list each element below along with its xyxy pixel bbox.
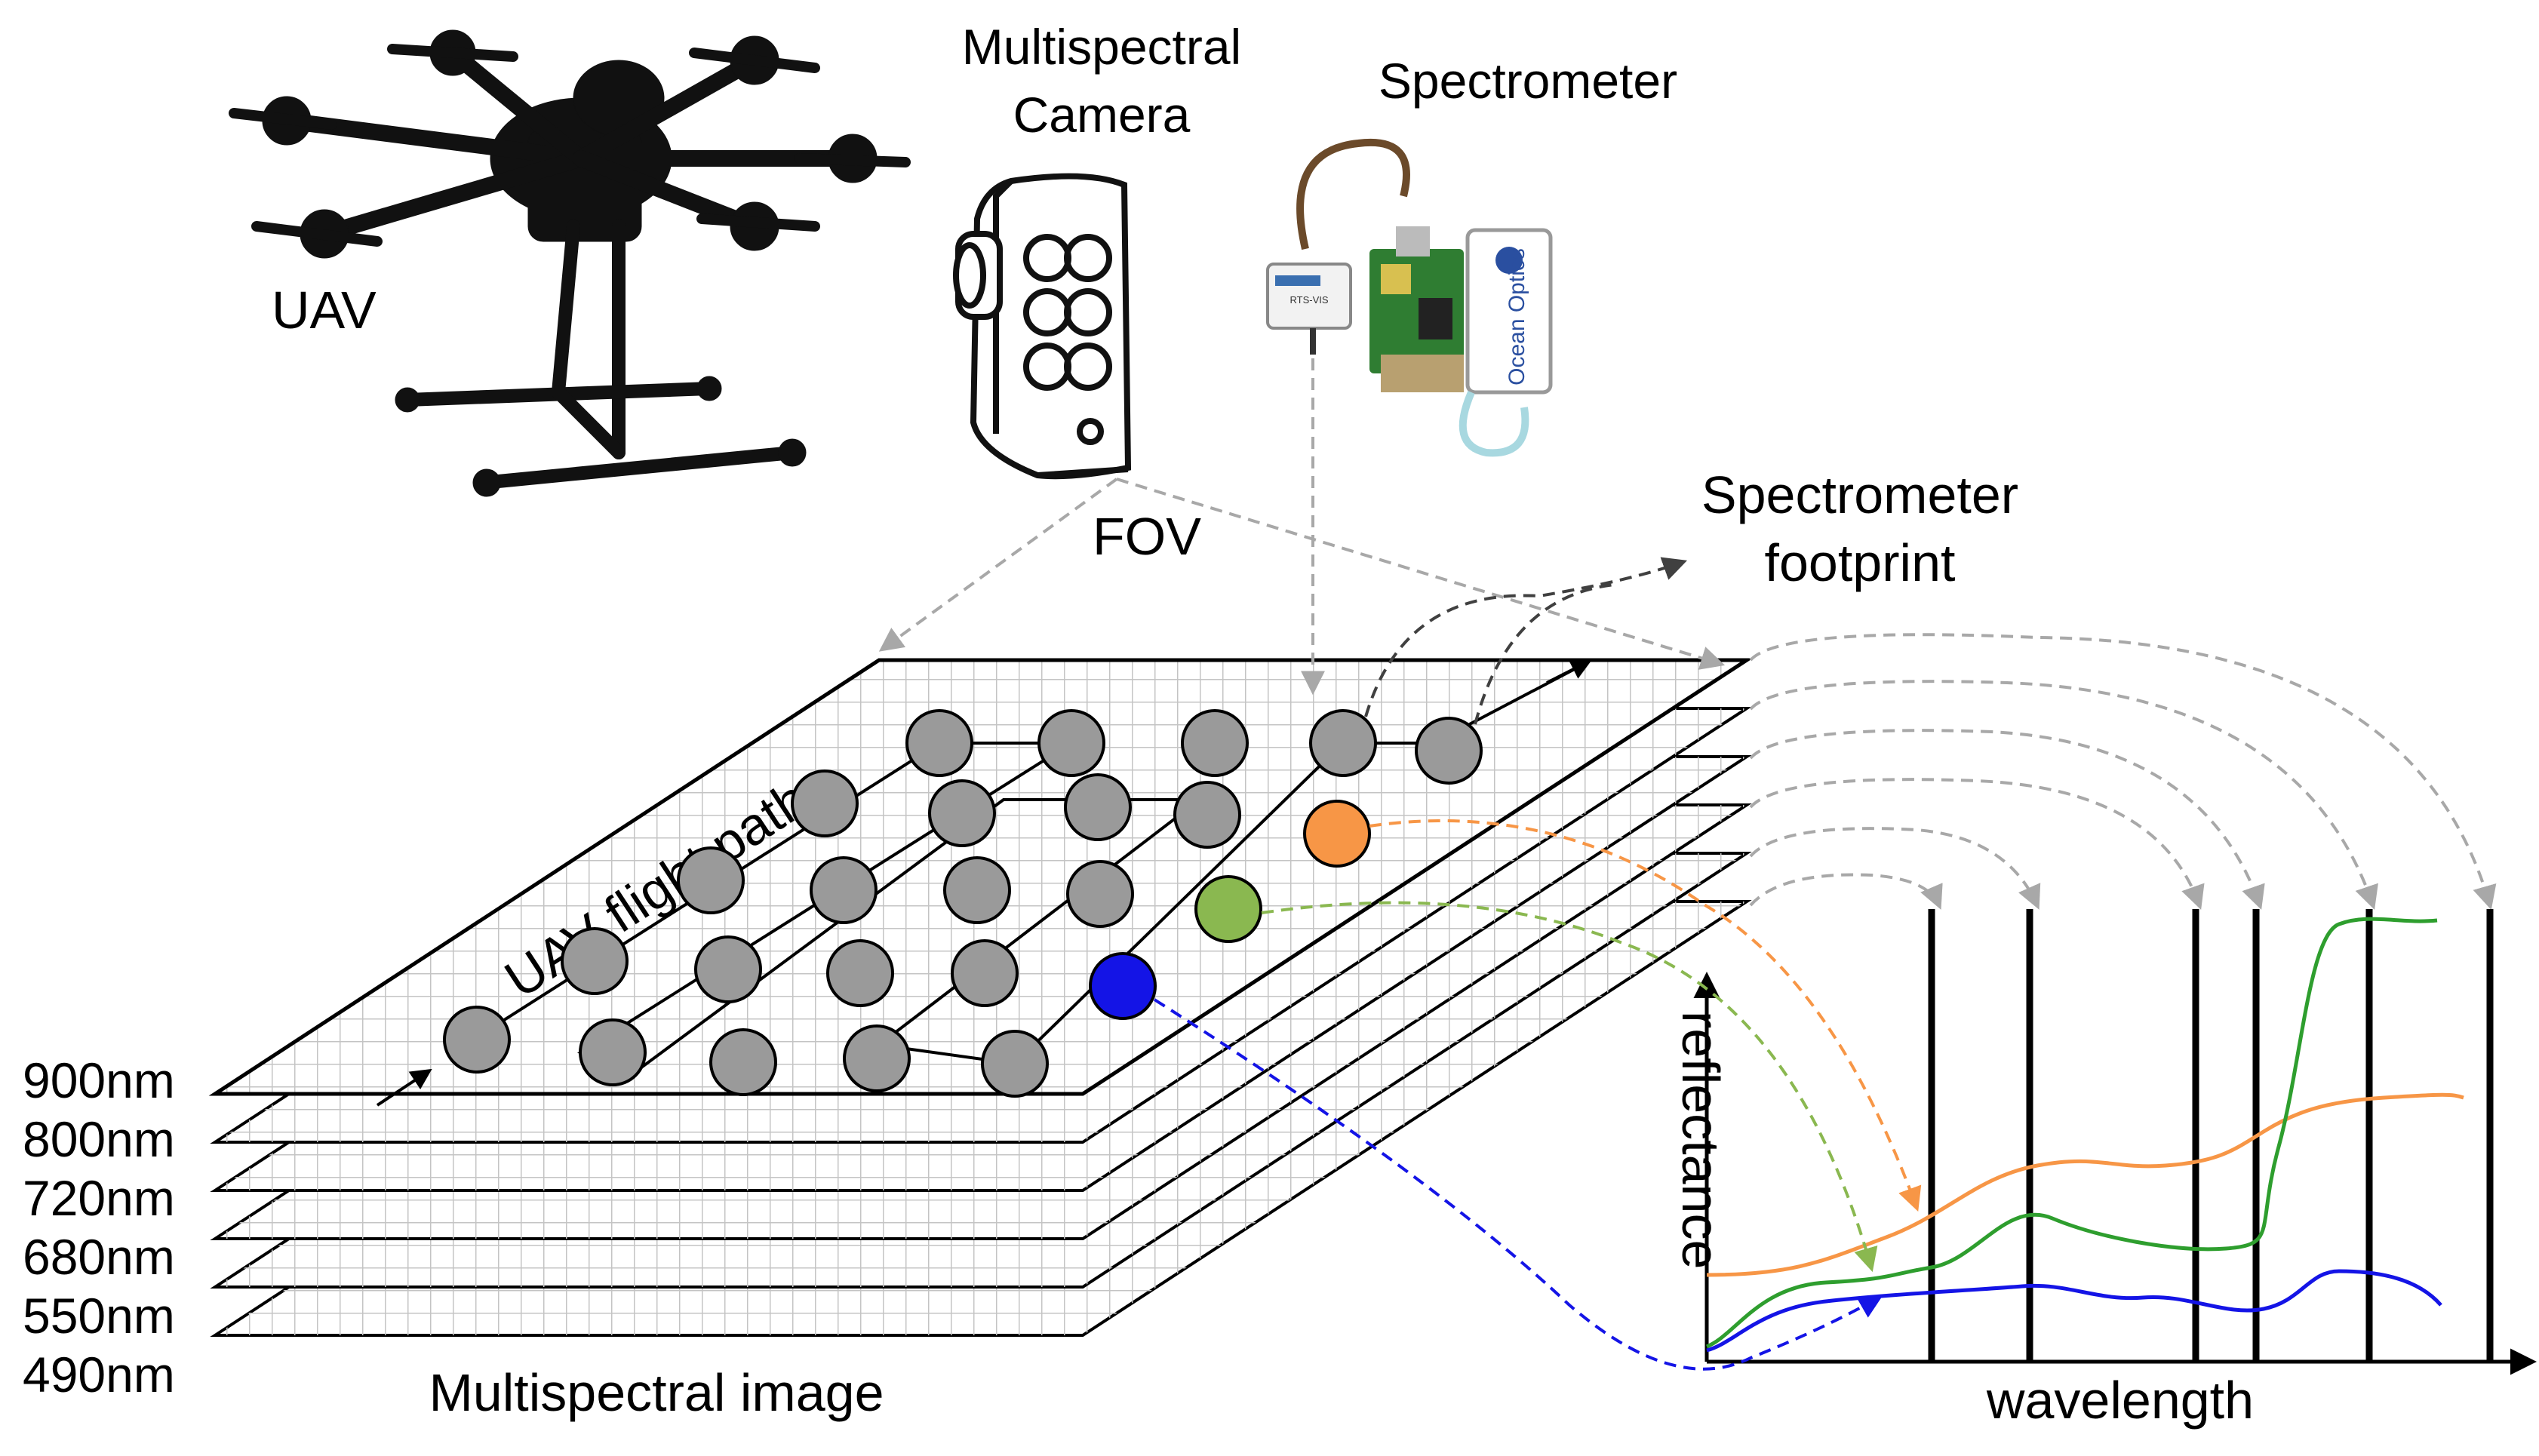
- sample-point: [579, 1018, 647, 1086]
- sample-points: [443, 709, 1483, 1098]
- band-to-spectrum-arrows: [1749, 633, 2497, 911]
- camera-label-line1: Multispectral: [962, 19, 1241, 75]
- fov-arrows: [878, 358, 1726, 725]
- sample-point: [943, 856, 1011, 924]
- sample-point-orange: [1303, 800, 1371, 868]
- blue-sample-arrow: [1153, 998, 1883, 1371]
- sample-point: [1173, 781, 1241, 849]
- spectrum-blue: [1706, 1269, 2442, 1353]
- sample-point: [1066, 860, 1134, 928]
- uav-drone-icon: [229, 29, 911, 497]
- multispectral-camera-icon: [953, 173, 1132, 480]
- sample-point-green: [1194, 875, 1262, 943]
- spectrum-orange: [1706, 1092, 2464, 1277]
- multispectral-image-label: Multispectral image: [429, 1363, 884, 1422]
- x-axis-label: wavelength: [1986, 1371, 2254, 1430]
- band-markers: [1928, 909, 2494, 1362]
- band-label-680nm: 680nm: [23, 1229, 175, 1285]
- spectrometer-footprint-label-line1: Spectrometer: [1701, 465, 2018, 524]
- band-label-800nm: 800nm: [23, 1111, 175, 1167]
- sample-point: [1415, 717, 1483, 785]
- sample-point: [826, 939, 894, 1007]
- spectrum-green: [1706, 917, 2438, 1349]
- band-label-900nm: 900nm: [23, 1052, 175, 1108]
- sample-point: [1064, 773, 1132, 841]
- spectrometer-device-icon: Ocean Optics RTS-VIS: [1266, 138, 1553, 457]
- band-label-550nm: 550nm: [23, 1288, 175, 1344]
- y-axis-label: reflectance: [1671, 1011, 1730, 1269]
- sample-point: [1309, 709, 1377, 777]
- camera-label-line2: Camera: [1013, 87, 1191, 143]
- sample-to-spectrum-arrows: [1153, 819, 1922, 1371]
- sample-point: [810, 856, 878, 924]
- sample-point: [709, 1028, 777, 1096]
- ocean-optics-brand-label: Ocean Optics: [1505, 248, 1529, 386]
- spectrometer-label: Spectrometer: [1379, 53, 1677, 109]
- sample-point: [677, 846, 745, 914]
- sensor-box-label: RTS-VIS: [1289, 294, 1328, 306]
- sample-point: [951, 939, 1019, 1007]
- sample-point: [1181, 709, 1249, 777]
- band-label-720nm: 720nm: [23, 1170, 175, 1226]
- sample-point: [1037, 709, 1105, 777]
- sample-point: [791, 769, 859, 837]
- reflectance-spectrum-plot: [1693, 909, 2537, 1375]
- sample-point-blue: [1089, 952, 1157, 1020]
- green-sample-arrow: [1261, 901, 1878, 1273]
- sample-point: [905, 709, 973, 777]
- uav-label: UAV: [272, 281, 377, 339]
- sample-point: [443, 1006, 511, 1074]
- spectrometer-footprint-label-line2: footprint: [1765, 533, 1956, 592]
- sample-point: [694, 935, 762, 1003]
- sample-point: [981, 1030, 1049, 1098]
- band-label-490nm: 490nm: [23, 1347, 175, 1402]
- sample-point: [843, 1024, 911, 1092]
- orange-sample-arrow: [1369, 819, 1922, 1212]
- sample-point: [928, 779, 996, 847]
- fov-label: FOV: [1093, 507, 1201, 566]
- sample-point: [561, 927, 629, 995]
